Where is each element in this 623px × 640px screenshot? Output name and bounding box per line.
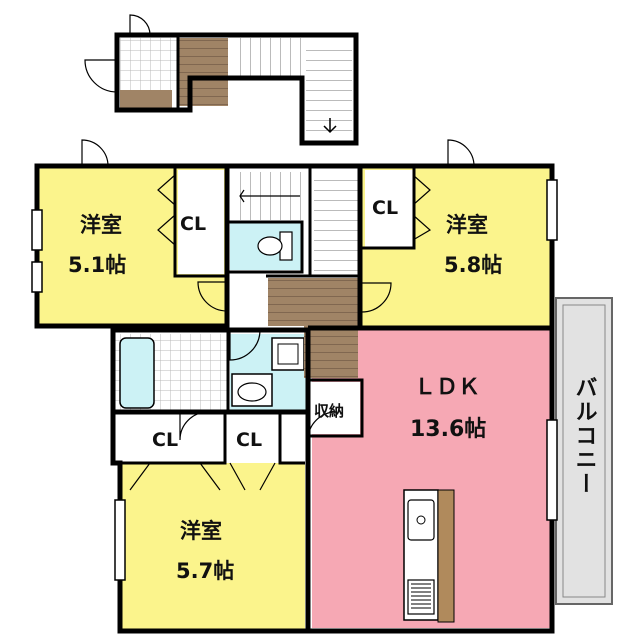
stove-icon bbox=[407, 579, 435, 615]
door-icon bbox=[84, 14, 151, 93]
room-name-western-2: 洋室 bbox=[446, 213, 488, 237]
room-name-western-3: 洋室 bbox=[180, 519, 222, 543]
room-size-western-1: 5.1帖 bbox=[68, 253, 126, 277]
room-name-western-1: 洋室 bbox=[80, 213, 122, 237]
closet-label-2: CL bbox=[372, 197, 398, 219]
room-name-ldk: ＬＤＫ bbox=[414, 375, 480, 400]
closet-label-1: CL bbox=[180, 213, 206, 235]
storage-label: 収納 bbox=[314, 402, 344, 420]
room-size-western-3: 5.7帖 bbox=[176, 559, 234, 583]
bathtub-icon bbox=[119, 337, 155, 409]
upper-stair-section bbox=[84, 14, 359, 146]
balcony-label: バルコニー bbox=[572, 376, 597, 496]
stairs-icon bbox=[268, 278, 358, 326]
room-size-ldk: 13.6帖 bbox=[410, 417, 486, 442]
room-size-western-2: 5.8帖 bbox=[444, 253, 502, 277]
kitchen-sink-icon bbox=[407, 499, 435, 541]
washing-machine-icon bbox=[271, 337, 305, 371]
door-icon bbox=[81, 139, 475, 491]
toilet-icon bbox=[257, 231, 293, 261]
closet-label-3: CL bbox=[152, 429, 178, 451]
western-room-3 bbox=[120, 463, 305, 629]
window-icon bbox=[31, 179, 558, 581]
balcony bbox=[555, 297, 613, 605]
closet-label-4: CL bbox=[236, 429, 262, 451]
washbasin-icon bbox=[231, 373, 273, 407]
